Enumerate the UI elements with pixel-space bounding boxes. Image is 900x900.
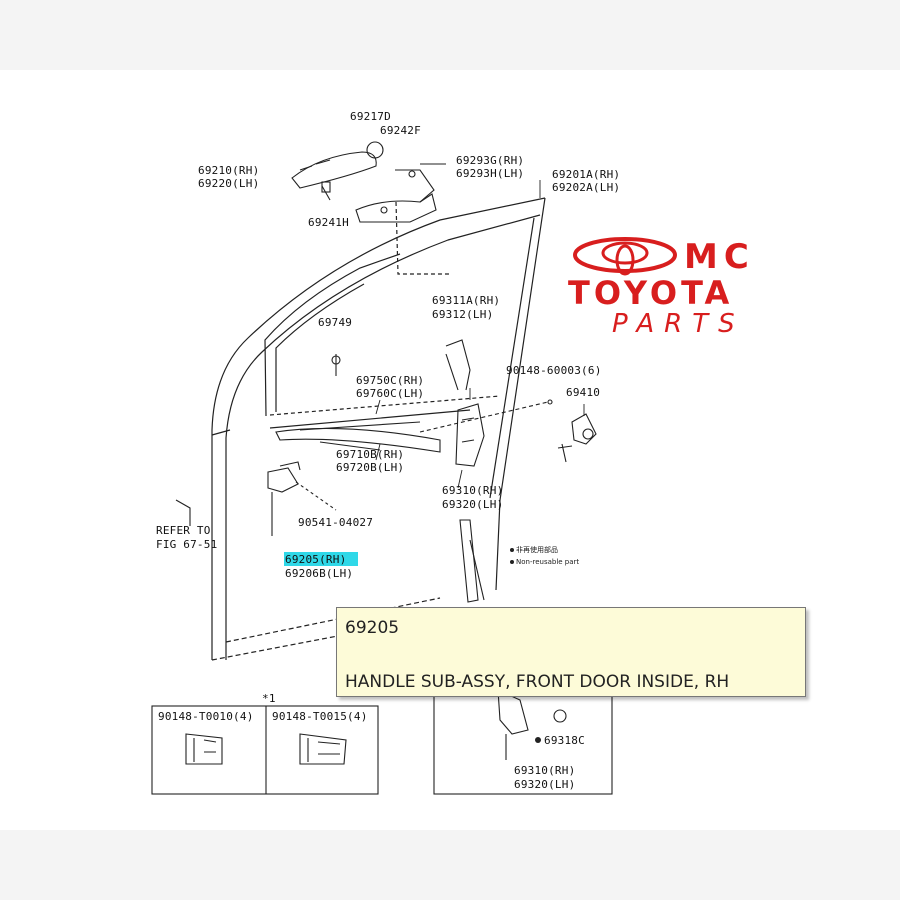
brand-logo: MC TOYOTA PARTS [568,237,755,339]
part-label[interactable]: 69320(LH) [514,778,575,791]
refer-label: REFER TO [156,524,211,537]
part-label[interactable]: 69310(RH) [514,764,575,777]
part-label[interactable]: 90148-60003(6) [506,364,602,377]
part-label[interactable]: 69310(RH) [442,484,503,497]
refer-label: FIG 67-51 [156,538,217,551]
tooltip-part-number: 69205 [345,618,400,638]
part-label[interactable]: 69750C(RH) [356,374,424,387]
part-label[interactable]: 69311A(RH) [432,294,500,307]
part-label[interactable]: 69206B(LH) [285,567,353,580]
part-label[interactable]: 69710B(RH) [336,448,404,461]
part-label[interactable]: 69210(RH) [198,164,259,177]
outside-handle-drawing [291,141,437,223]
part-label[interactable]: 69293G(RH) [456,154,524,167]
part-label[interactable]: 69749 [318,316,352,329]
brand-line-3: PARTS [612,309,745,339]
regulator-drawing [175,339,597,603]
leader-lines [375,163,585,489]
brand-line-2: TOYOTA [568,274,733,312]
part-label[interactable]: 69241H [308,216,349,229]
part-label[interactable]: 69318C [544,734,585,747]
part-label[interactable]: 69720B(LH) [336,461,404,474]
door-frame-outline [211,197,546,661]
part-label[interactable]: 69320(LH) [442,498,503,511]
part-label[interactable]: 90148-T0015(4) [272,710,368,723]
part-label[interactable]: 69217D [350,110,391,123]
part-highlight [284,552,358,566]
part-label-selected[interactable]: 69205(RH) [285,553,346,566]
brand-line-1: MC [684,237,755,277]
part-label[interactable]: 69293H(LH) [456,167,524,180]
part-label[interactable]: 69202A(LH) [552,181,620,194]
part-label[interactable]: 69242F [380,124,421,137]
part-label[interactable]: 69760C(LH) [356,387,424,400]
tooltip-description: HANDLE SUB-ASSY, FRONT DOOR INSIDE, RH [345,672,730,692]
part-label[interactable]: 90541-04027 [298,516,373,529]
part-label[interactable]: 90148-T0010(4) [158,710,254,723]
part-label[interactable]: 69220(LH) [198,177,259,190]
part-label[interactable]: 69312(LH) [432,308,493,321]
note-marker: *1 [262,692,276,705]
door-parts-diagram: MC TOYOTA PARTS 69217D 69242F 69210(RH) … [151,110,755,795]
legend-line: Non-reusable part [516,558,579,566]
legend-line: 非再使用部品 [516,545,558,554]
part-labels: 69217D 69242F 69210(RH) 69220(LH) 69293G… [156,110,620,580]
parts-diagram-canvas: MC TOYOTA PARTS 69217D 69242F 69210(RH) … [0,70,900,830]
part-tooltip: 69205 HANDLE SUB-ASSY, FRONT DOOR INSIDE… [336,607,806,697]
detail-box-labels: *1 90148-T0010(4) 90148-T0015(4) 69318C … [158,692,585,791]
part-label[interactable]: 69410 [566,386,600,399]
toyota-emblem-icon [573,237,677,273]
part-label[interactable]: 69201A(RH) [552,168,620,181]
